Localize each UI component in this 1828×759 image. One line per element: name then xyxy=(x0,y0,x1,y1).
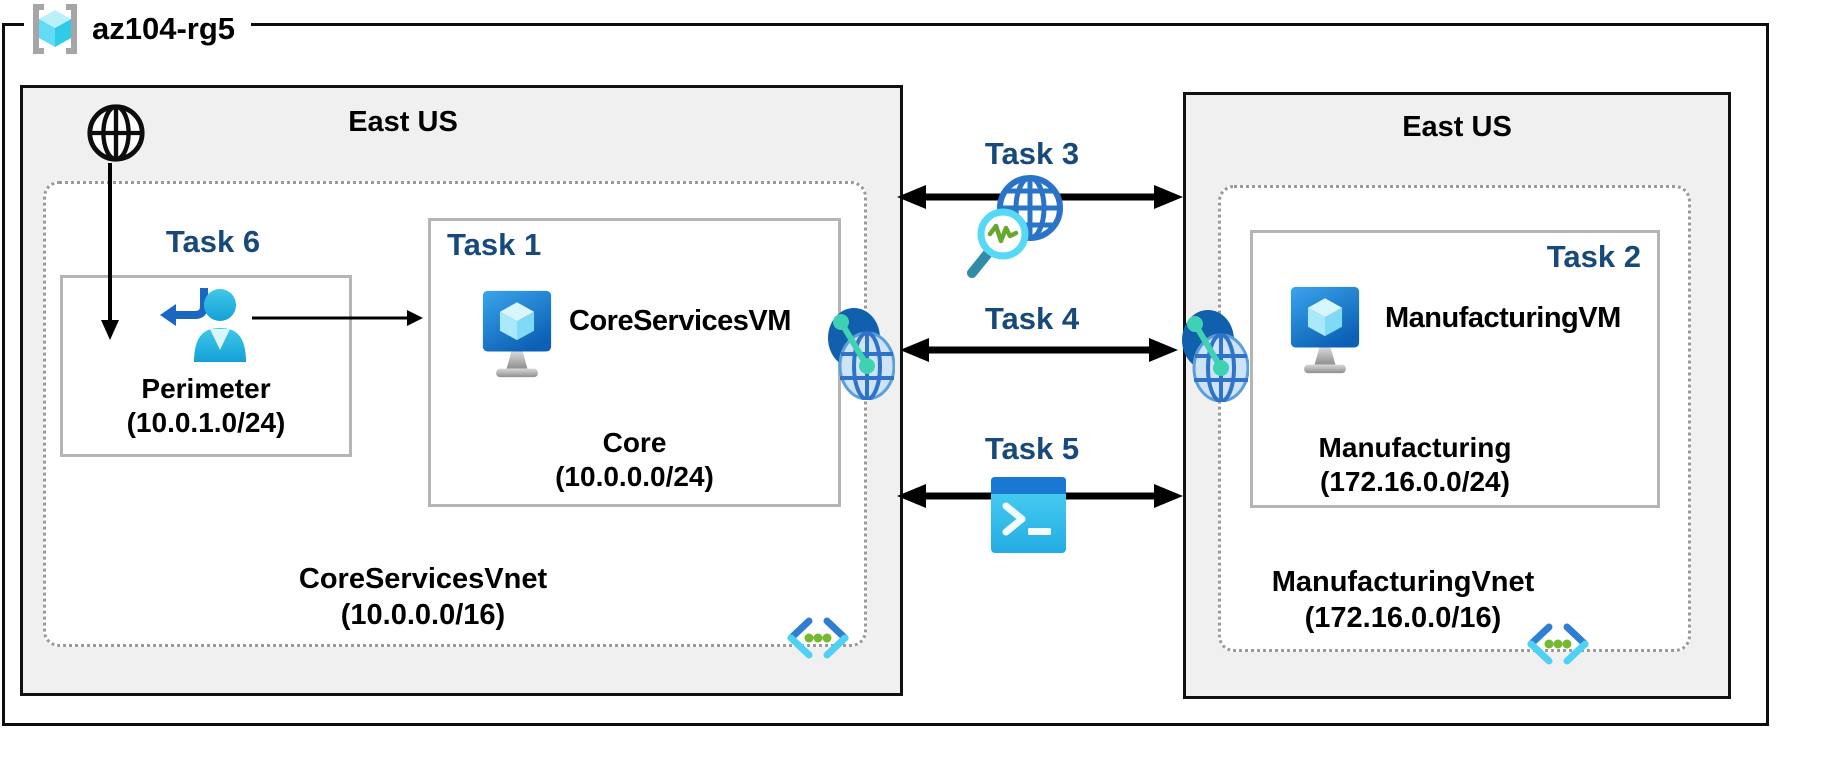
manufacturing-subnet-cidr: (172.16.0.0/24) xyxy=(1320,466,1510,497)
resource-group-icon xyxy=(33,4,77,54)
manufacturing-vnet-name: ManufacturingVnet xyxy=(1271,566,1535,598)
task2-label: Task 2 xyxy=(1546,239,1641,274)
core-services-vm-icon xyxy=(482,290,552,378)
resource-group-name: az104-rg5 xyxy=(92,11,236,46)
task2-manufacturing-subnet-box: Task 2 ManufacturingVM Manufacturing (17… xyxy=(1250,230,1660,508)
vnet-peering-icon-left xyxy=(828,308,895,400)
manufacturing-vnet-label: ManufacturingVnet (172.16.0.0/16) xyxy=(1186,564,1620,636)
task4-label: Task 4 xyxy=(984,301,1080,336)
perimeter-subnet-cidr: (10.0.1.0/24) xyxy=(126,407,286,438)
task3-label: Task 3 xyxy=(984,136,1080,171)
manufacturing-vnet-cidr: (172.16.0.0/16) xyxy=(1304,602,1502,634)
left-region-location: East US xyxy=(348,106,458,138)
network-watcher-icon xyxy=(967,175,1063,278)
resource-group-label: az104-rg5 xyxy=(24,0,252,58)
task1-label: Task 1 xyxy=(447,227,542,262)
perimeter-subnet-box: Perimeter (10.0.1.0/24) xyxy=(60,275,352,457)
virtual-network-icon-left xyxy=(787,617,849,659)
task5-label: Task 5 xyxy=(984,431,1080,466)
core-subnet-cidr: (10.0.0.0/24) xyxy=(555,461,714,492)
core-services-vnet-name: CoreServicesVnet xyxy=(298,563,548,595)
internet-globe-icon xyxy=(87,104,145,162)
cloud-shell-icon xyxy=(991,477,1066,553)
core-services-vnet-cidr: (10.0.0.0/16) xyxy=(340,599,506,631)
virtual-network-icon-right xyxy=(1527,623,1589,665)
manufacturing-subnet-name: Manufacturing xyxy=(1318,432,1512,463)
perimeter-subnet-name: Perimeter xyxy=(141,373,271,404)
vnet-peering-icon-right xyxy=(1182,310,1249,402)
manufacturing-vm-icon xyxy=(1290,286,1360,374)
core-services-vnet-label: CoreServicesVnet (10.0.0.0/16) xyxy=(23,561,823,633)
task1-core-subnet-box: Task 1 CoreServicesVM Core (10.0.0.0/24) xyxy=(428,218,841,507)
resource-group-frame xyxy=(2,23,1769,726)
manufacturing-vm-name: ManufacturingVM xyxy=(1385,302,1621,334)
core-services-vm-name: CoreServicesVM xyxy=(569,305,791,337)
right-region-location: East US xyxy=(1402,111,1512,143)
right-region-east-us: East US Task 2 ManufacturingVM Manufactu… xyxy=(1183,92,1731,699)
task6-label: Task 6 xyxy=(165,224,261,259)
perimeter-user-icon xyxy=(160,288,246,362)
core-subnet-name: Core xyxy=(602,427,667,458)
left-region-east-us: East US Task 6 Perimeter (10.0.1.0/24) xyxy=(20,85,903,696)
